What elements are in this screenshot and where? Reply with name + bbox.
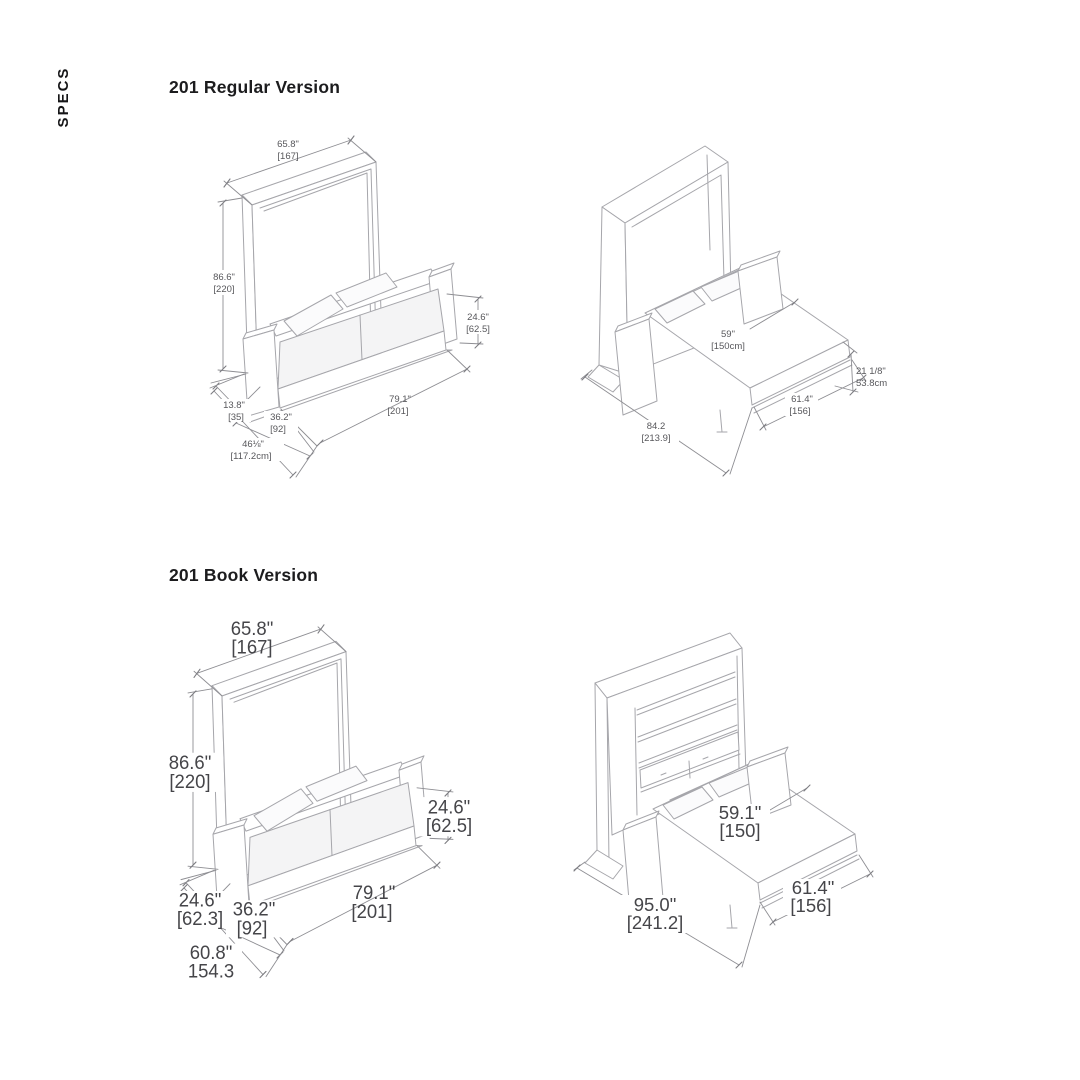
dim-open-depth-in: 95.0" [634,894,677,915]
dim-seat-depth-in: 36.2" [270,412,292,423]
dim-height-cm: [220] [169,771,210,792]
dim-total-depth-in: 60.8" [190,942,233,963]
dim-seat-depth-cm: [92] [270,424,286,435]
book-closed-dim-labels: 65.8" [167] 86.6" [220] 24.6" [62.5] 24.… [162,618,480,982]
section-title-book: 201 Book Version [169,565,319,585]
book-closed-drawing: 65.8" [167] 86.6" [220] 24.6" [62.5] 24.… [162,618,480,982]
dim-mattress-width-in: 59.1" [719,802,762,823]
dim-seat-depth-cm: [92] [237,917,268,938]
dim-width-cm: [167] [277,151,298,162]
dim-bed-height-in: 21 1/8" [856,366,886,377]
drawer-divider [688,760,691,779]
dim-sofa-height-cm: [62.5] [466,324,490,335]
dim-height-in: 86.6" [213,272,235,283]
dim-open-depth-cm: [213.9] [641,433,670,444]
dim-bed-length-in: 61.4" [792,877,835,898]
bed-rail-2 [753,364,853,414]
dim-sofa-height-cm: [62.5] [426,815,472,836]
sofa-left-arm [614,318,658,416]
dim-sofa-width-in: 79.1" [353,882,396,903]
section-title-regular: 201 Regular Version [169,77,341,97]
bed-rail-1 [751,359,851,409]
drawer-knob-left [660,772,667,776]
bed-leg [719,409,723,433]
cabinet-foot [584,849,624,880]
dim-panel-depth-cm: [35] [228,412,244,423]
dim-sofa-width-cm: [201] [387,406,408,417]
regular-open-dim-labels: 59" [150cm] 21 1/8" 53.8cm 61.4" [156] 8… [635,329,887,444]
book-open-dim-labels: 59.1" [150] 61.4" [156] 95.0" [241.2] [617,802,841,933]
dim-mattress-width-cm: [150] [719,820,760,841]
dim-height-in: 86.6" [169,752,212,773]
regular-closed-dim-labels: 65.8" [167] 86.6" [220] 24.6" [62.5] 13.… [208,139,495,462]
dim-mattress-width-cm: [150cm] [711,341,745,352]
cabinet-inner-left [634,707,638,816]
dim-width-in: 65.8" [231,618,274,639]
dim-panel-depth-cm: [62.3] [177,908,223,929]
dim-total-depth-cm: [117.2cm] [230,451,271,462]
dim-sofa-height-in: 24.6" [467,312,489,323]
dim-total-depth-cm: 154.3 [188,960,234,981]
specs-sidebar-label: SPECS [55,66,72,128]
cabinet-inner-right [736,655,740,771]
book-open-drawing: 59.1" [150] 61.4" [156] 95.0" [241.2] [573,632,874,969]
panel-seam [706,154,711,251]
dim-bed-length-in: 61.4" [791,394,813,405]
dim-sofa-width-in: 79.1" [389,394,411,405]
regular-open-drawing: 59" [150cm] 21 1/8" 53.8cm 61.4" [156] 8… [580,145,887,477]
cabinet-bottom-edge [640,753,741,793]
dim-panel-depth-in: 13.8" [223,400,245,411]
dim-mattress-width-in: 59" [721,329,735,340]
dim-width-in: 65.8" [277,139,299,150]
cabinet-shelves [636,671,738,769]
pillow-left [654,290,706,324]
sofa-right-arm [746,752,792,821]
dim-width-cm: [167] [231,636,272,657]
drawer-knob-right [702,756,709,760]
cabinet-left-face [594,682,610,864]
dim-bed-length-cm: [156] [790,895,831,916]
pillow-left [662,786,714,820]
regular-closed-drawing: 65.8" [167] 86.6" [220] 24.6" [62.5] 13.… [208,135,495,479]
dim-seat-depth-in: 36.2" [233,898,276,919]
panel-foot [587,364,625,393]
dim-panel-depth-in: 24.6" [179,889,222,910]
mattress-side [749,339,851,406]
dim-total-depth-in: 46⅛" [242,439,264,450]
dim-open-depth-in: 84.2 [647,421,666,432]
bed-leg [729,904,733,929]
dim-bed-height-cm: 53.8cm [856,378,887,389]
dim-open-depth-cm: [241.2] [627,912,684,933]
panel-inner-frame [631,174,725,281]
dim-height-cm: [220] [213,284,234,295]
dim-sofa-height-in: 24.6" [428,796,471,817]
dim-sofa-width-cm: [201] [351,901,392,922]
dim-bed-length-cm: [156] [789,406,810,417]
mattress-side [757,833,858,901]
open-wallbed-art [587,145,853,433]
